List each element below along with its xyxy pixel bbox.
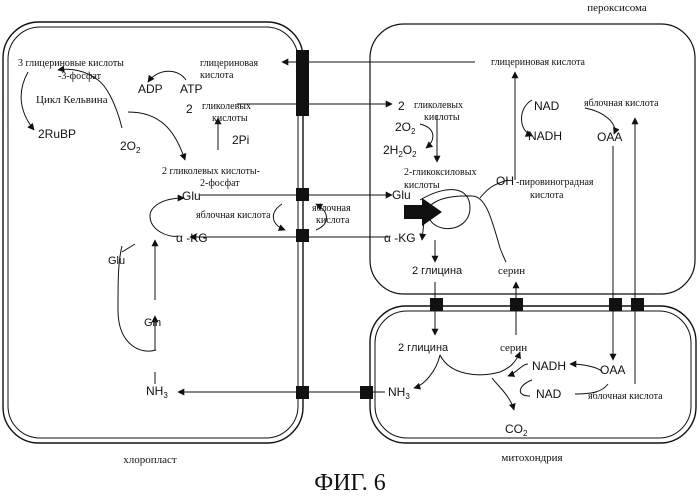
- label-phosphoglycolate-2: 2-фосфат: [200, 178, 240, 189]
- label-malic-acid-chloro: яблочная кислота: [196, 210, 271, 221]
- label-nh3-mito: NH3: [388, 385, 410, 401]
- label-glu-chloro: Glu: [182, 189, 201, 203]
- label-glycolic-perox-2: кислоты: [424, 112, 460, 123]
- label-co2: CO2: [505, 422, 528, 438]
- label-glyoxylic-1: 2-гликоксиловых: [404, 167, 476, 178]
- label-calvin-cycle: Цикл Кельвина: [36, 94, 108, 106]
- label-serine-mito: серин: [500, 342, 527, 354]
- aminotransferase-arrow: [404, 198, 442, 226]
- label-glycine-mito: 2 глицина: [398, 342, 449, 354]
- label-o2-chloro: 2O2: [120, 139, 141, 155]
- label-peroxisome: пероксисома: [587, 2, 647, 14]
- label-gln: Gln: [144, 317, 161, 329]
- label-chloroplast: хлоропласт: [123, 454, 177, 466]
- label-glyceric-acid-chloro-2: кислота: [200, 70, 234, 81]
- label-pi: 2Pi: [232, 133, 249, 147]
- label-oaa-mito: OAA: [600, 363, 625, 377]
- label-nad-perox: NAD: [534, 99, 560, 113]
- label-pyruvic-1: -пировиноградная: [516, 177, 594, 188]
- label-glycolic-chloro-2: кислоты: [212, 113, 248, 124]
- label-pga-line1: 3 глицериновые кислоты: [18, 58, 124, 69]
- label-akg-perox: α -KG: [384, 231, 416, 245]
- label-o2-perox: 2O2: [395, 120, 416, 136]
- label-nadh-mito: NADH: [532, 359, 566, 373]
- label-glu-perox: Glu: [392, 188, 411, 202]
- label-glycolic-chloro-1: гликолевых: [202, 101, 251, 112]
- label-nad-mito: NAD: [536, 387, 562, 401]
- label-malic-acid-mito: яблочная кислота: [588, 391, 663, 402]
- label-oh: OH: [496, 174, 514, 188]
- label-glycolic-perox-1: гликолевых: [414, 100, 463, 111]
- pathway-arrows: [21, 62, 635, 410]
- label-glycolic-num-perox: 2: [398, 99, 405, 113]
- glycerate-transporter: [296, 50, 309, 116]
- label-mitochondrion: митохондрия: [501, 452, 562, 464]
- label-malic-transport-2: кислота: [316, 215, 350, 226]
- label-h2o2: 2H2O2: [383, 143, 417, 159]
- label-atp: ATP: [180, 82, 202, 96]
- label-pyruvic-2: кислота: [530, 190, 564, 201]
- label-nadh-perox: NADH: [528, 129, 562, 143]
- transporter-oaa: [609, 298, 622, 311]
- label-glu-loop: Glu: [108, 255, 125, 267]
- label-pga-line2: -3-фосфат: [58, 71, 102, 82]
- label-glycine-perox: 2 глицина: [412, 265, 463, 277]
- label-glyceric-acid-perox: глицериновая кислота: [491, 57, 586, 68]
- label-glycolic-num-chloro: 2: [186, 102, 193, 116]
- label-glyceric-acid-chloro-1: глицериновая: [200, 58, 258, 69]
- label-malic-acid-perox: яблочная кислота: [584, 98, 659, 109]
- label-malic-transport-1: яблочная: [312, 203, 351, 214]
- label-serine-perox: серин: [498, 265, 525, 277]
- label-rubp: 2RuBP: [38, 127, 76, 141]
- figure-caption: ФИГ. 6: [314, 470, 385, 496]
- transporter-malate: [631, 298, 644, 311]
- transporter-akg: [296, 229, 309, 242]
- mitochondrion-membrane: [370, 306, 696, 443]
- label-nh3-chloro: NH3: [146, 384, 168, 400]
- transporter-glycine: [430, 298, 443, 311]
- label-akg-chloro: α -KG: [176, 231, 208, 245]
- label-oaa-perox: OAA: [597, 130, 622, 144]
- label-phosphoglycolate-1: 2 гликолевых кислоты-: [162, 166, 260, 177]
- label-adp: ADP: [138, 82, 163, 96]
